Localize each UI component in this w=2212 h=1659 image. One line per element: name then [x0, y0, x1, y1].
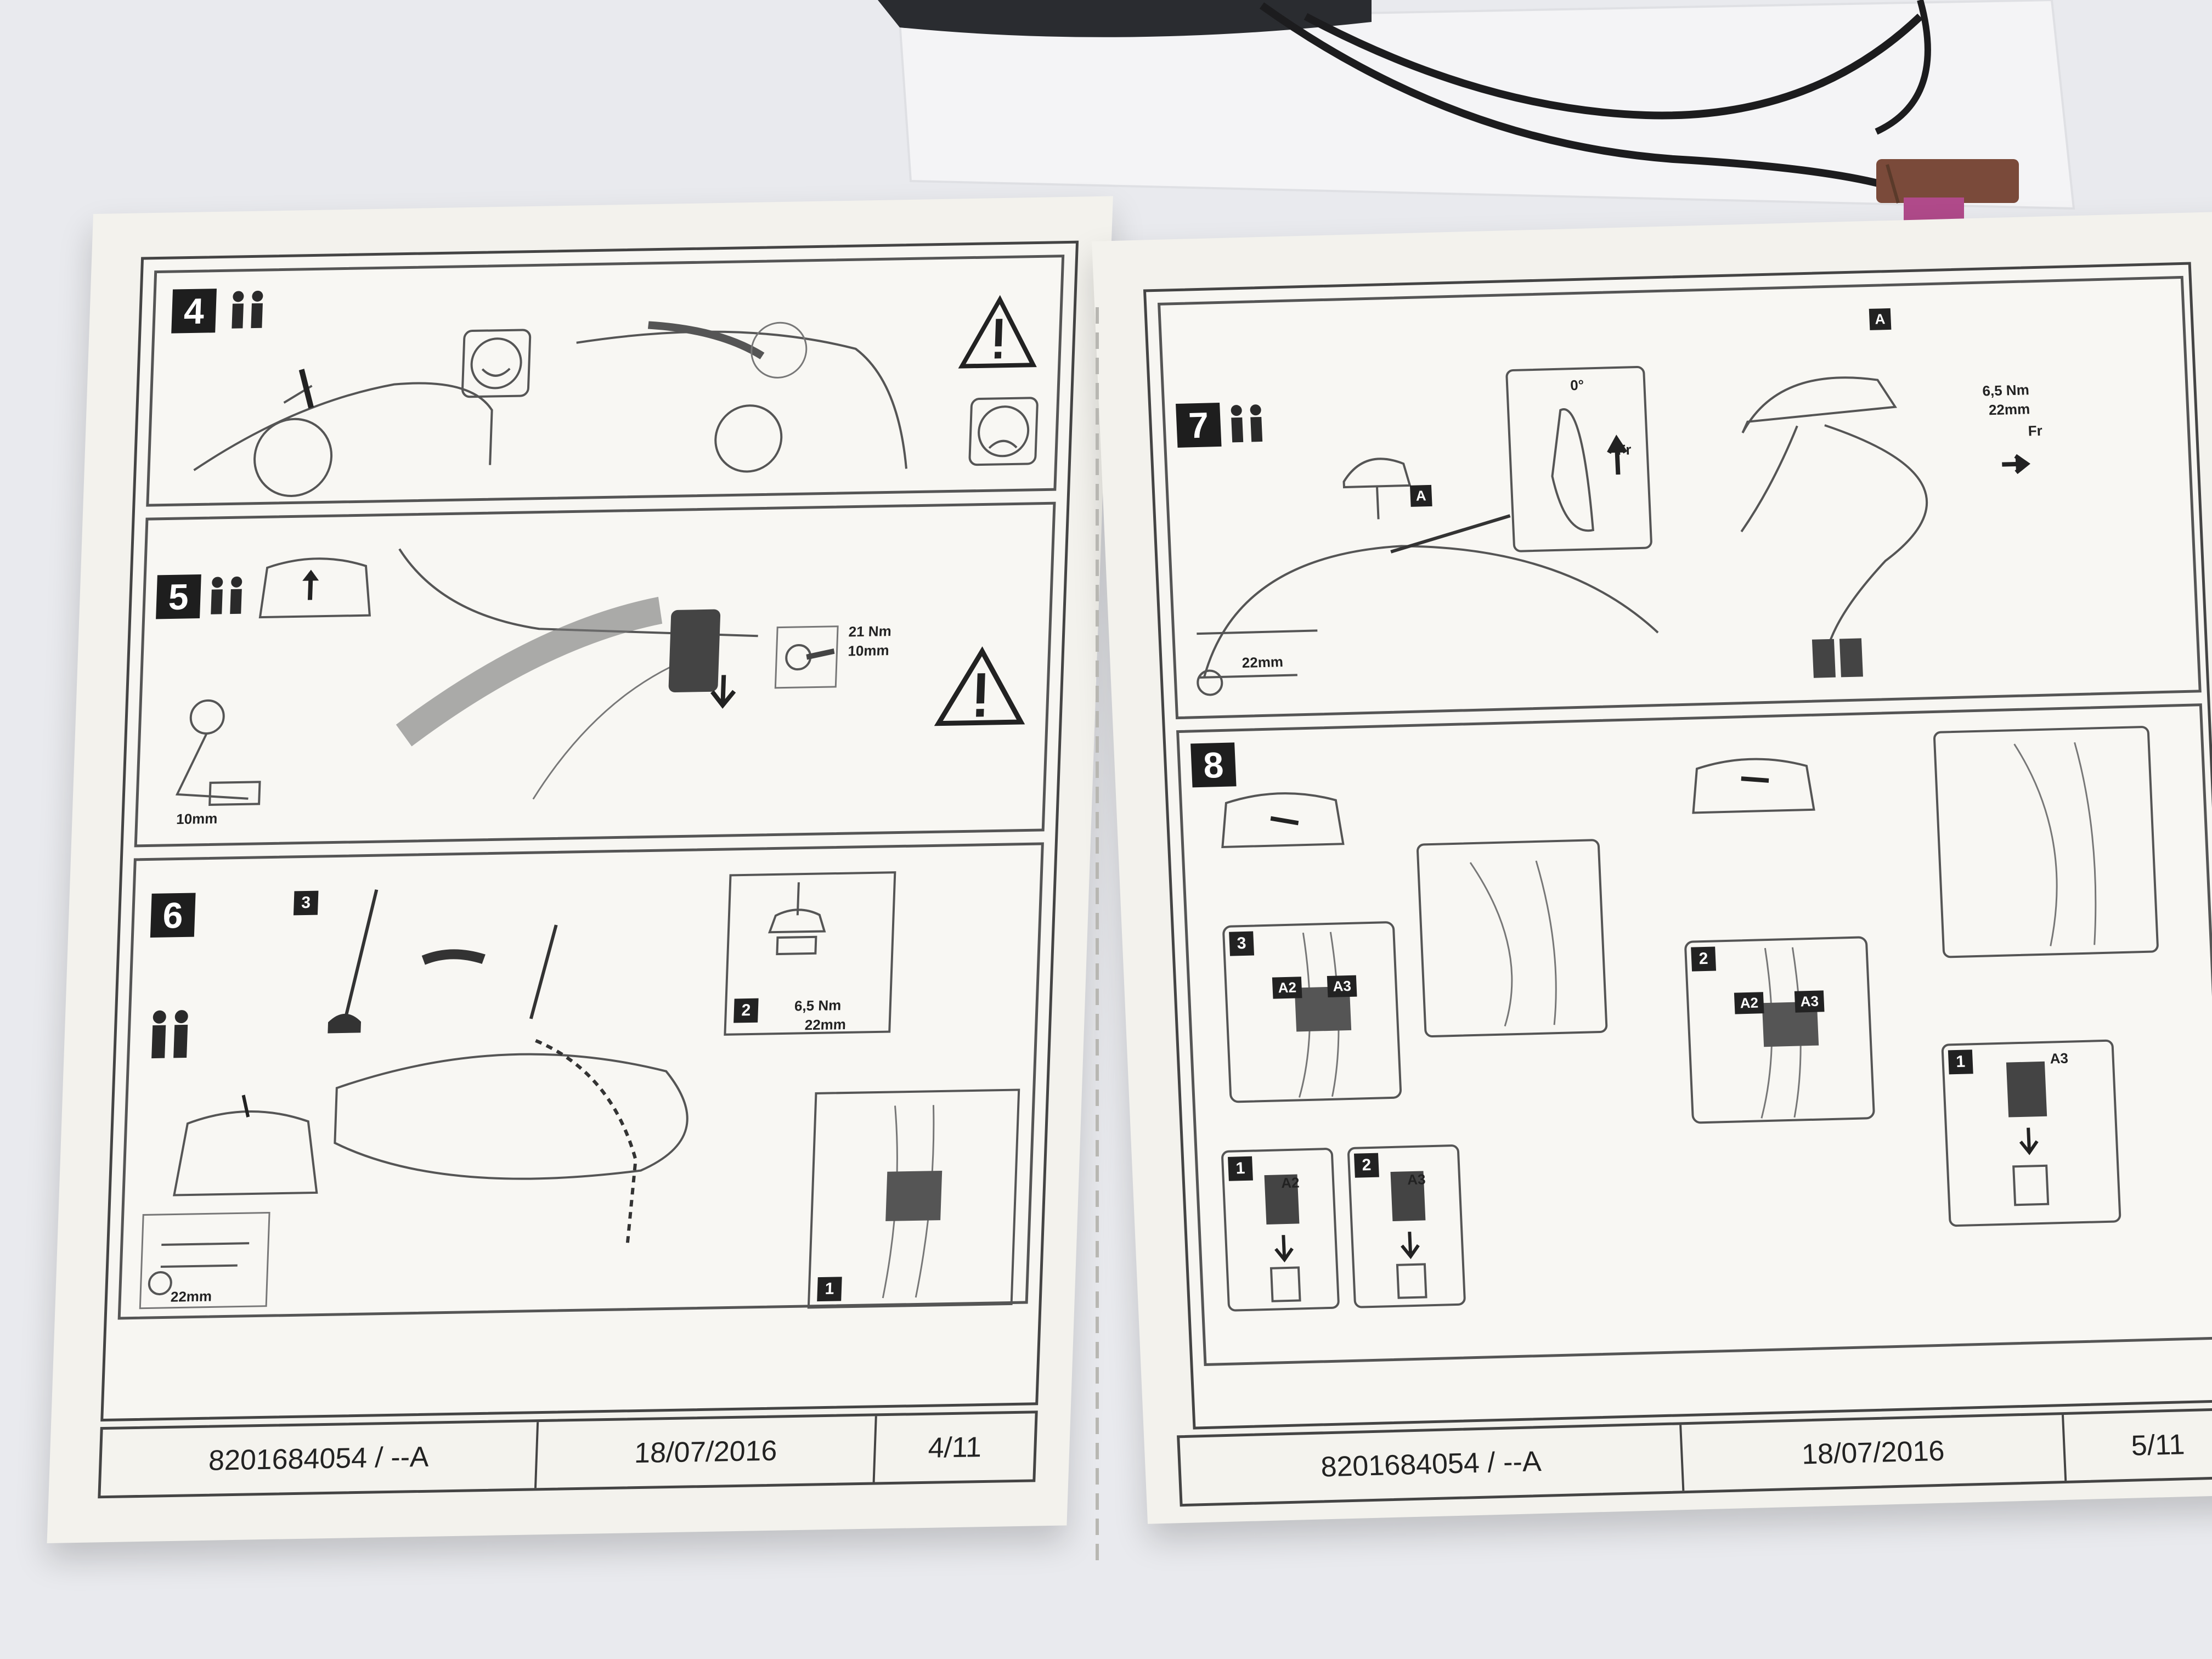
sub-step-badge: 2	[1691, 946, 1717, 972]
interior-detail-panel	[1933, 726, 2159, 958]
trunk-wiring-panel	[1684, 936, 1875, 1124]
step-4-panel: 4	[146, 255, 1065, 507]
wrench-tool-illustration	[139, 1211, 270, 1310]
step-8-panel: 8 3 A2 A3	[1176, 703, 2212, 1367]
torque-label: 21 Nm	[848, 623, 892, 640]
nut-detail-panel	[724, 871, 896, 1036]
connector-close-panel	[1941, 1039, 2121, 1227]
two-persons-icon	[151, 1010, 188, 1059]
sub-step-badge: 2	[1353, 1153, 1379, 1178]
connector-tag-a2: A2	[1734, 992, 1764, 1014]
tool-size-label: 22mm	[1242, 653, 1284, 671]
step-5-panel: 5 10mm	[134, 501, 1056, 848]
connector-label-a2: A2	[1280, 1174, 1300, 1192]
two-persons-icon	[211, 576, 242, 614]
antenna-orientation-detail	[1505, 366, 1652, 552]
car-rear-open-icon	[258, 557, 371, 619]
connector-tag-a3: A3	[1327, 975, 1357, 997]
page-number: 5/11	[2130, 1429, 2186, 1462]
wrench-size-label: 10mm	[848, 642, 890, 659]
two-persons-icon	[1231, 404, 1263, 443]
tool-size-label: 10mm	[176, 810, 218, 828]
connector-detail-panel	[807, 1088, 1020, 1309]
page-frame-left: 4	[100, 240, 1079, 1422]
part-tag-a: A	[1869, 308, 1892, 330]
step-number: 7	[1176, 402, 1222, 448]
front-direction-label: Fr	[2028, 422, 2043, 439]
document-date: 18/07/2016	[537, 1416, 877, 1488]
manual-page-left: 4	[47, 196, 1113, 1543]
connector-tag-a2: A2	[1272, 977, 1302, 999]
warning-icon	[958, 295, 1037, 369]
wrench-size-label: 22mm	[804, 1015, 847, 1034]
car-rear-arrow-icon	[1692, 758, 1815, 814]
happy-face-icon	[461, 329, 532, 398]
book-fold	[1096, 307, 1099, 1569]
connector-label-a3: A3	[1407, 1171, 1426, 1188]
sub-step-badge: 1	[1948, 1049, 1973, 1075]
antenna-package	[878, 0, 2075, 241]
warning-icon	[934, 646, 1025, 726]
step-number: 6	[150, 893, 196, 938]
page-footer-left: 8201684054 / --A 18/07/2016 4/11	[98, 1410, 1038, 1499]
tool-size-label: 22mm	[170, 1288, 212, 1305]
trunk-wiring-panel	[1222, 921, 1402, 1103]
wrench-size-label: 22mm	[1988, 400, 2030, 419]
two-persons-icon	[232, 290, 263, 329]
wrench-tool-illustration	[175, 699, 261, 806]
sub-step-badge: 3	[1229, 931, 1255, 956]
car-rear-arrow-icon	[1221, 792, 1345, 849]
step-number: 4	[171, 289, 217, 334]
car-rear-illustration	[576, 321, 907, 473]
torque-label: 6,5 Nm	[1982, 381, 2030, 399]
connector-label-a3: A3	[2049, 1049, 2069, 1067]
antenna-cable-illustration	[1740, 376, 2030, 678]
page-frame-right: 7 A 0°	[1143, 262, 2212, 1430]
page-number: 4/11	[927, 1431, 983, 1464]
car-roof-illustration	[1203, 514, 1659, 678]
car-side-illustration	[193, 369, 493, 498]
sub-step-badge: 1	[1228, 1156, 1253, 1181]
antenna-connector	[1876, 159, 2019, 203]
shark-antenna-icon	[1342, 458, 1412, 520]
part-tag-a: A	[1409, 484, 1432, 507]
bolt-detail-icon	[774, 625, 839, 689]
sad-face-icon	[968, 397, 1039, 466]
front-direction-label: Fr	[1616, 441, 1632, 458]
angle-label: 0°	[1570, 376, 1584, 394]
wrench-tool-illustration	[1197, 629, 1318, 696]
sub-step-badge: 2	[733, 998, 759, 1023]
torque-label: 6,5 Nm	[794, 997, 842, 1014]
step-number: 5	[156, 574, 201, 619]
document-reference: 8201684054 / --A	[1180, 1425, 1685, 1504]
sub-step-badge: 1	[817, 1277, 842, 1302]
manual-page-right: 7 A 0°	[1092, 211, 2212, 1524]
document-reference: 8201684054 / --A	[100, 1422, 539, 1496]
connector-close-panel	[1221, 1144, 1466, 1312]
connector-tag-a3: A3	[1794, 990, 1825, 1013]
step-6-panel: 6 3	[117, 842, 1044, 1320]
interior-detail-panel	[1417, 839, 1608, 1038]
trunk-interior-illustration	[396, 548, 758, 800]
car-rear-small-icon	[173, 1094, 318, 1197]
step-7-panel: 7 A 0°	[1157, 275, 2202, 720]
antenna-removal-illustration	[328, 889, 689, 1248]
document-date: 18/07/2016	[1681, 1415, 2067, 1491]
